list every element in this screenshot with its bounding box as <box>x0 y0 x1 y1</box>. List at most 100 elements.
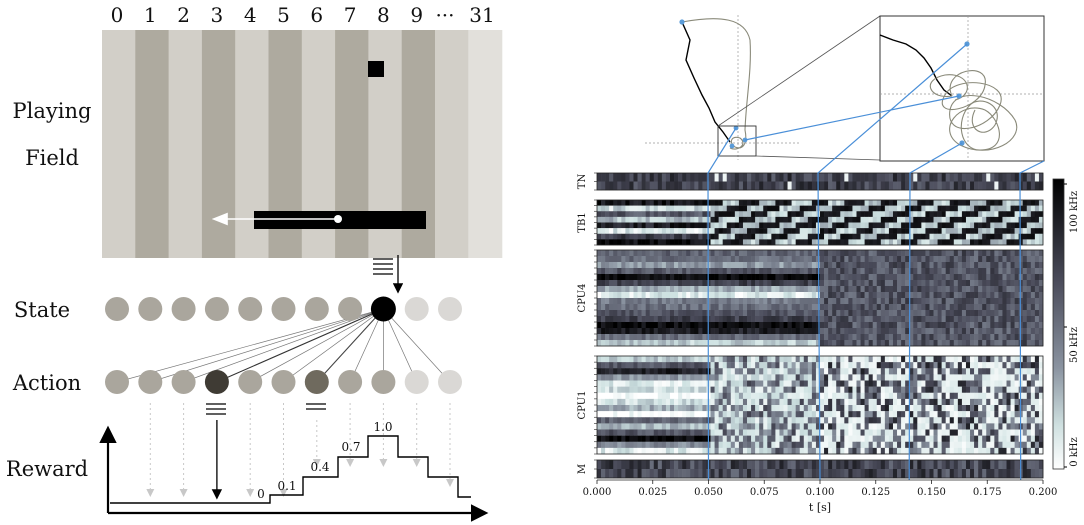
raster-cell <box>730 374 736 381</box>
reward-value-3: 0.7 <box>341 440 360 454</box>
raster-cell <box>970 262 975 269</box>
raster-cell <box>669 417 675 424</box>
raster-cell <box>775 211 780 218</box>
raster-cell <box>763 280 768 287</box>
raster-cell <box>832 310 837 317</box>
raster-cell <box>994 216 999 223</box>
raster-cell <box>621 362 626 369</box>
raster-cell <box>661 392 667 400</box>
raster-cell <box>909 417 914 424</box>
raster-cell <box>937 405 942 412</box>
raster-cell <box>994 441 999 449</box>
raster-cell <box>872 398 878 406</box>
raster-cell <box>953 200 959 206</box>
raster-cell <box>674 173 679 182</box>
raster-cell <box>909 435 914 442</box>
raster-cell <box>860 411 865 418</box>
raster-cell <box>840 417 845 424</box>
raster-cell <box>759 411 764 418</box>
raster-cell <box>795 228 801 234</box>
raster-cell <box>629 316 634 323</box>
raster-cell <box>957 447 963 455</box>
raster-cell <box>892 274 898 281</box>
raster-cell <box>686 274 691 281</box>
raster-cell <box>860 380 865 387</box>
raster-cell <box>864 292 869 299</box>
raster-cell <box>751 356 756 363</box>
raster-cell <box>872 304 878 311</box>
raster-cell <box>901 222 906 229</box>
raster-cell <box>763 469 768 479</box>
raster-cell <box>747 405 752 412</box>
raster-cell <box>803 386 809 393</box>
raster-cell <box>929 233 934 240</box>
raster-cell <box>710 340 715 347</box>
raster-cell <box>665 262 671 269</box>
raster-cell <box>678 411 683 418</box>
raster-cell <box>637 292 642 299</box>
raster-cell <box>925 310 930 317</box>
raster-cell <box>1002 211 1007 218</box>
raster-cell <box>832 460 837 470</box>
raster-cell <box>738 460 744 470</box>
action-unit-1 <box>138 370 163 394</box>
raster-cell <box>637 256 642 263</box>
raster-cell <box>734 405 740 412</box>
raster-cell <box>669 216 675 223</box>
raster-cell <box>641 356 646 363</box>
raster-cell <box>872 173 878 182</box>
raster-cell <box>901 250 906 257</box>
raster-cell <box>844 173 849 182</box>
raster-cell <box>970 334 975 341</box>
raster-cell <box>880 447 886 455</box>
raster-cell <box>949 274 955 281</box>
raster-cell <box>917 447 922 455</box>
raster-cell <box>779 298 784 305</box>
raster-cell <box>811 447 817 455</box>
raster-cell <box>844 460 849 470</box>
raster-cell <box>953 173 959 182</box>
raster-cell <box>783 304 788 311</box>
raster-cell <box>613 322 618 329</box>
raster-cell <box>876 268 882 275</box>
raster-cell <box>767 205 772 212</box>
raster-cell <box>815 380 821 387</box>
raster-cell <box>917 310 922 317</box>
raster-cell <box>880 256 886 263</box>
raster-cell <box>755 233 760 240</box>
raster-cell <box>767 216 772 223</box>
raster-cell <box>970 310 975 317</box>
raster-cell <box>941 356 946 363</box>
raster-cell <box>1038 411 1044 418</box>
raster-cell <box>653 380 659 387</box>
raster-cell <box>747 429 752 436</box>
raster-cell <box>775 250 780 257</box>
raster-cell <box>844 262 849 269</box>
raster-cell <box>840 435 845 442</box>
raster-cell <box>629 441 634 449</box>
raster-cell <box>880 316 886 323</box>
raster-cell <box>771 216 776 223</box>
raster-cell <box>1038 250 1044 257</box>
raster-cell <box>702 447 707 455</box>
raster-cell <box>637 340 642 347</box>
raster-cell <box>669 340 675 347</box>
raster-cell <box>815 423 821 430</box>
raster-cell <box>815 392 821 400</box>
raster-cell <box>892 460 898 470</box>
raster-cell <box>771 447 776 455</box>
raster-cell <box>613 304 618 311</box>
raster-cell <box>661 200 667 206</box>
raster-cell <box>759 441 764 449</box>
raster-cell <box>698 423 703 430</box>
raster-cell <box>852 316 857 323</box>
raster-cell <box>836 286 841 293</box>
raster-cell <box>698 398 703 406</box>
raster-cell <box>994 356 999 363</box>
raster-cell <box>925 328 930 335</box>
raster-cell <box>921 298 926 305</box>
raster-cell <box>803 435 809 442</box>
raster-cell <box>884 274 890 281</box>
raster-cell <box>828 200 833 206</box>
raster-cell <box>605 239 610 246</box>
